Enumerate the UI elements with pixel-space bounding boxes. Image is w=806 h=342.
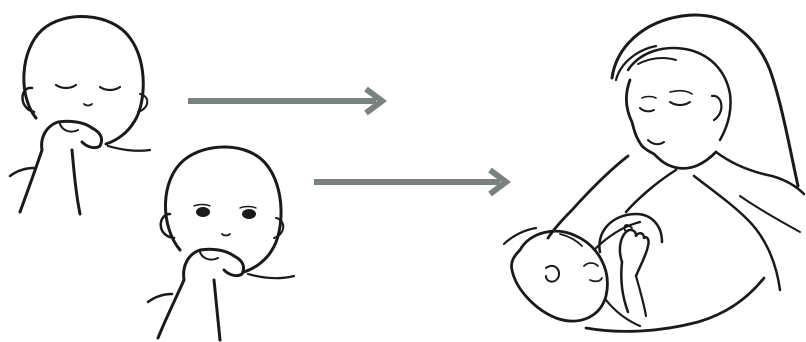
- mother-mouth: [648, 140, 664, 144]
- sleeping-baby-illustration: [10, 17, 150, 214]
- awake-baby-head: [165, 147, 281, 272]
- awake-baby-illustration: [148, 147, 294, 340]
- awake-baby-eye-left: [196, 207, 210, 217]
- awake-baby-eye-right: [242, 209, 256, 219]
- mother-eye-right: [670, 102, 690, 105]
- mother-arm: [548, 156, 628, 238]
- sleeping-baby-fist: [42, 121, 102, 150]
- nursing-baby-hand: [620, 230, 649, 276]
- awake-baby-arm: [158, 280, 184, 338]
- sleeping-baby-closed-eye-right: [100, 87, 120, 90]
- mother-breastfeeding-illustration: [504, 15, 804, 331]
- mother-face: [626, 80, 716, 168]
- arrow-bottom: [314, 170, 506, 194]
- arrow-top: [188, 89, 382, 113]
- mother-breast: [599, 214, 662, 252]
- sleeping-baby-closed-eye-left: [56, 85, 76, 88]
- sleeping-baby-arm: [20, 150, 42, 212]
- mother-eye-left: [640, 108, 654, 111]
- nursing-baby-ear: [546, 266, 559, 282]
- awake-baby-fist: [184, 249, 244, 280]
